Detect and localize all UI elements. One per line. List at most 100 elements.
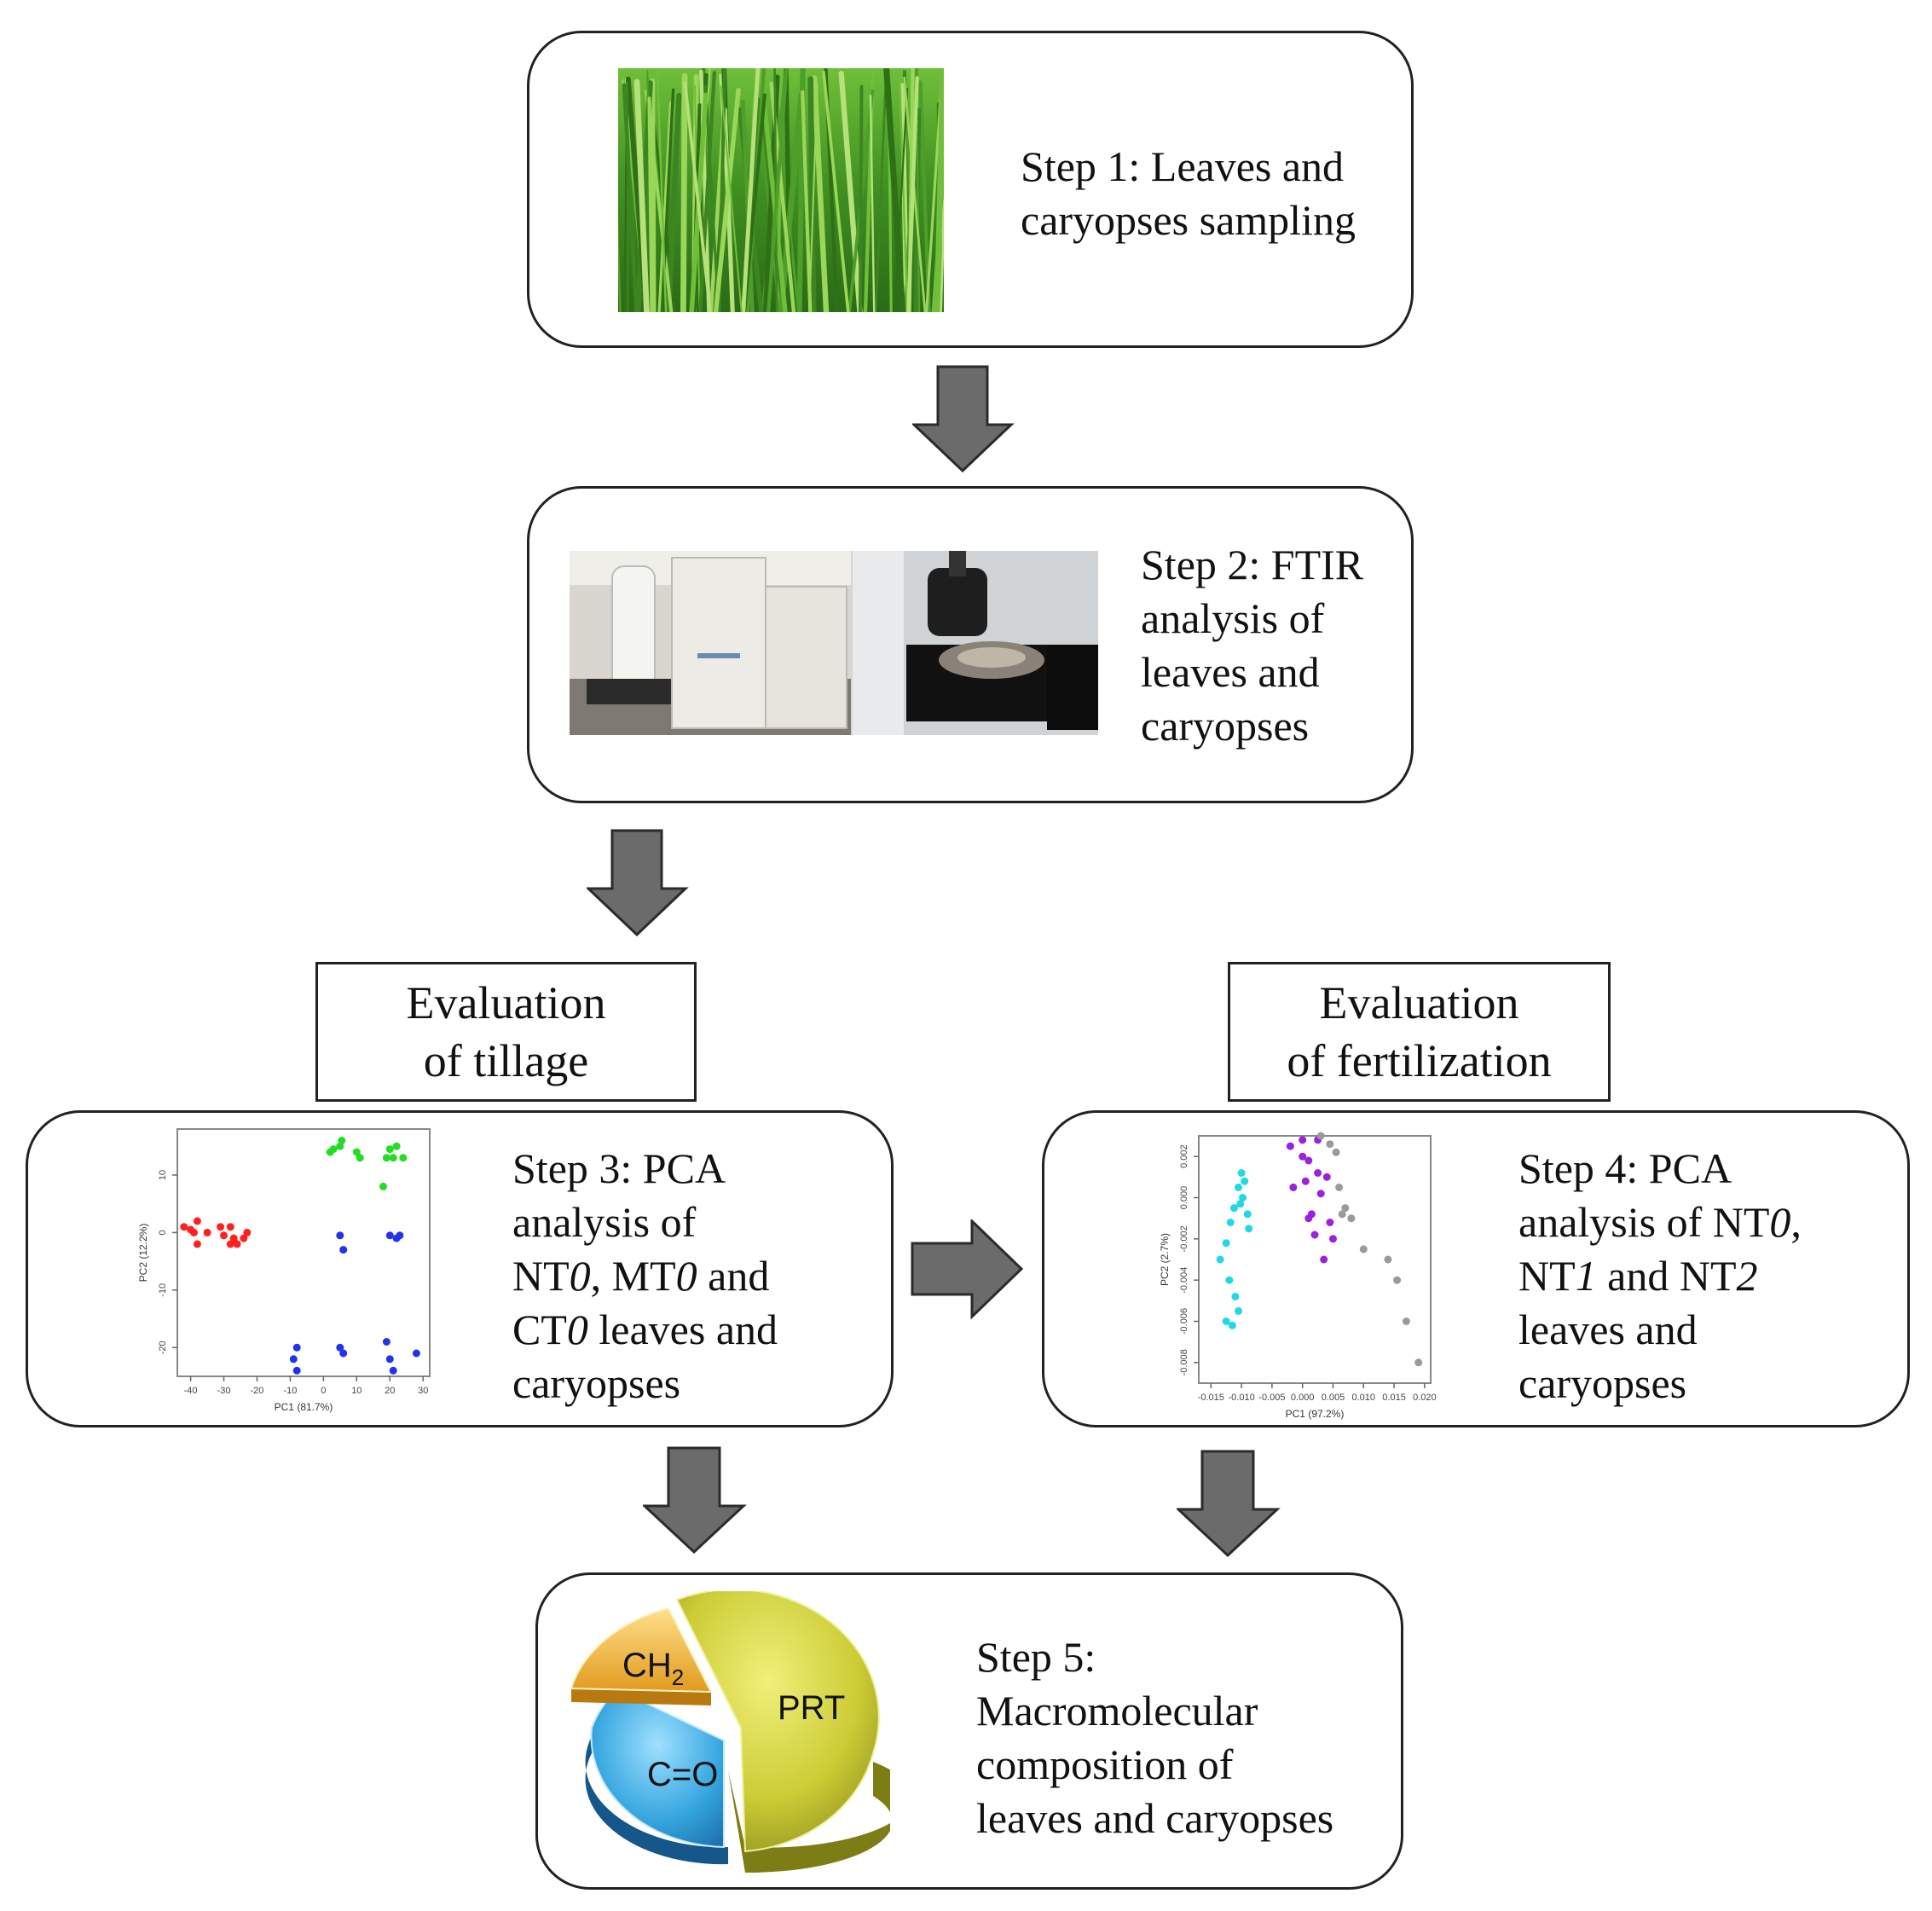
data-point	[217, 1223, 225, 1231]
data-point	[1236, 1200, 1245, 1208]
text-segment: 0	[1769, 1198, 1791, 1246]
step5-line-4: leaves and caryopses	[976, 1794, 1334, 1842]
step4-line-3: NT1 and NT2	[1518, 1249, 1802, 1303]
pie-slice-ch2-side	[571, 1688, 711, 1705]
step5-text: Step 5: Macromolecular composition of le…	[976, 1630, 1333, 1845]
data-point	[1299, 1136, 1307, 1144]
plot-frame	[1198, 1135, 1432, 1384]
step3-line-1: Step 3: PCA	[512, 1144, 726, 1192]
step5-line-3: composition of	[976, 1740, 1234, 1788]
text-segment: and NT	[1596, 1252, 1737, 1300]
text-segment: 2	[1736, 1252, 1758, 1300]
data-point	[226, 1223, 234, 1231]
text-segment: 0	[675, 1252, 697, 1300]
data-point	[1235, 1306, 1242, 1315]
step3-line-4: CT0 leaves and	[512, 1303, 778, 1357]
data-point	[1225, 1276, 1234, 1284]
data-point	[1228, 1321, 1236, 1329]
data-point	[385, 1231, 394, 1240]
data-point	[1338, 1210, 1346, 1219]
data-point	[1245, 1225, 1253, 1233]
data-point	[233, 1240, 241, 1248]
data-point	[220, 1231, 228, 1240]
text-segment: ,	[1790, 1198, 1802, 1246]
data-point	[385, 1355, 394, 1364]
step4-line-2: analysis of NT0,	[1518, 1196, 1802, 1249]
fertilization-label-line-1: Evaluation	[1319, 977, 1519, 1028]
data-point	[336, 1343, 344, 1352]
pie-label-co: C=O	[647, 1756, 718, 1793]
text-segment: , MT	[590, 1252, 676, 1300]
step4-line-1: Step 4: PCA	[1518, 1144, 1732, 1192]
step1-text: Step 1: Leaves and caryopses sampling	[1021, 140, 1356, 247]
arrow-down-2	[587, 829, 689, 937]
step2-line-4: caryopses	[1141, 702, 1310, 750]
x-tick-label: -10	[283, 1386, 297, 1396]
data-point	[1316, 1190, 1325, 1198]
data-point	[1335, 1183, 1344, 1191]
data-point	[1226, 1219, 1235, 1226]
data-point	[1414, 1358, 1423, 1367]
step4-box	[1042, 1110, 1910, 1427]
data-point	[338, 1137, 346, 1144]
data-point	[396, 1231, 404, 1240]
step3-line-2: analysis of	[512, 1198, 697, 1246]
data-point	[339, 1246, 348, 1254]
data-point	[1307, 1210, 1316, 1219]
data-point	[1230, 1204, 1238, 1213]
data-point	[379, 1182, 387, 1190]
data-point	[1329, 1235, 1337, 1243]
data-point	[203, 1228, 211, 1236]
data-point	[1222, 1317, 1230, 1325]
step3-line-3: NT0, MT0 and	[512, 1249, 778, 1303]
data-point	[240, 1234, 248, 1242]
evaluation-tillage-label: Evaluation of tillage	[315, 962, 697, 1102]
data-point	[1243, 1210, 1252, 1219]
x-tick-label: 0.015	[1382, 1393, 1406, 1403]
step2-line-2: analysis of	[1141, 594, 1325, 642]
data-point	[1216, 1255, 1224, 1264]
step4-line-5: caryopses	[1518, 1359, 1687, 1407]
x-tick-label: -0.015	[1198, 1393, 1224, 1403]
arrow-down-4	[1177, 1450, 1281, 1558]
step3-text: Step 3: PCA analysis of NT0, MT0 and CT0…	[512, 1142, 778, 1410]
text-segment: NT	[512, 1252, 570, 1300]
data-point	[382, 1338, 390, 1346]
text-segment: analysis of NT	[1518, 1198, 1770, 1246]
data-point	[1402, 1317, 1410, 1325]
plot-frame	[176, 1128, 431, 1377]
x-tick-label: 0.000	[1291, 1393, 1315, 1403]
data-point	[190, 1228, 198, 1236]
data-point	[336, 1231, 344, 1240]
data-point	[1332, 1148, 1340, 1156]
tillage-label-line-1: Evaluation	[406, 977, 606, 1028]
x-tick-label: 10	[351, 1386, 362, 1396]
x-tick-label: 20	[385, 1386, 395, 1396]
pie-label-prt: PRT	[778, 1689, 845, 1727]
y-tick-label: -0.008	[1179, 1349, 1189, 1375]
data-point	[385, 1145, 394, 1154]
data-point	[292, 1343, 301, 1352]
step2-line-1: Step 2: FTIR	[1141, 541, 1364, 588]
data-point	[392, 1142, 401, 1150]
y-tick-label: 10	[158, 1170, 168, 1180]
y-tick-label: -0.002	[1179, 1225, 1189, 1252]
data-point	[1239, 1194, 1247, 1202]
data-point	[1310, 1231, 1319, 1239]
data-point	[382, 1154, 390, 1162]
step1-line-1: Step 1: Leaves and	[1021, 142, 1345, 190]
x-tick-label: 0.020	[1413, 1393, 1437, 1403]
data-point	[193, 1240, 201, 1248]
y-axis-label: PC2 (12.2%)	[137, 1224, 149, 1283]
tillage-label-line-2: of tillage	[423, 1035, 589, 1086]
data-point	[339, 1349, 348, 1358]
pie-slice-prt-side	[728, 1762, 890, 1873]
y-tick-label: 0.002	[1179, 1144, 1189, 1168]
fertilization-label-line-2: of fertilization	[1287, 1035, 1552, 1086]
step2-text: Step 2: FTIR analysis of leaves and cary…	[1141, 538, 1363, 753]
x-tick-label: 0	[321, 1386, 326, 1396]
data-point	[1326, 1140, 1334, 1149]
data-point	[399, 1154, 408, 1162]
step4-line-4: leaves and	[1518, 1306, 1698, 1353]
data-point	[1304, 1156, 1313, 1165]
